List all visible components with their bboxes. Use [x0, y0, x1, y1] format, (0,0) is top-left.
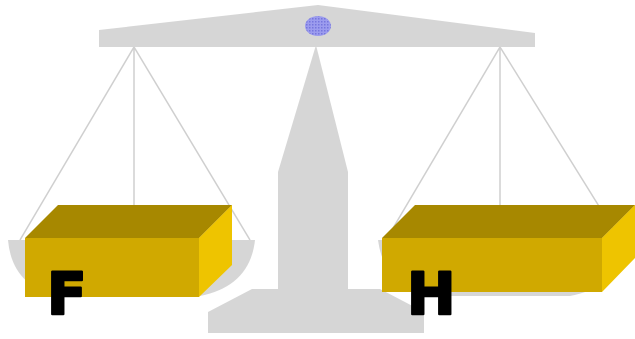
pivot-icon [305, 16, 331, 36]
left-box-top [25, 205, 232, 238]
right-box-label: H [407, 260, 456, 328]
right-box-top [382, 205, 635, 238]
scale-pillar [278, 45, 348, 289]
left-box-label: F [47, 260, 87, 328]
scale-base [208, 289, 424, 333]
right-weight-box: H [382, 205, 635, 328]
left-weight-box: F [25, 205, 232, 328]
